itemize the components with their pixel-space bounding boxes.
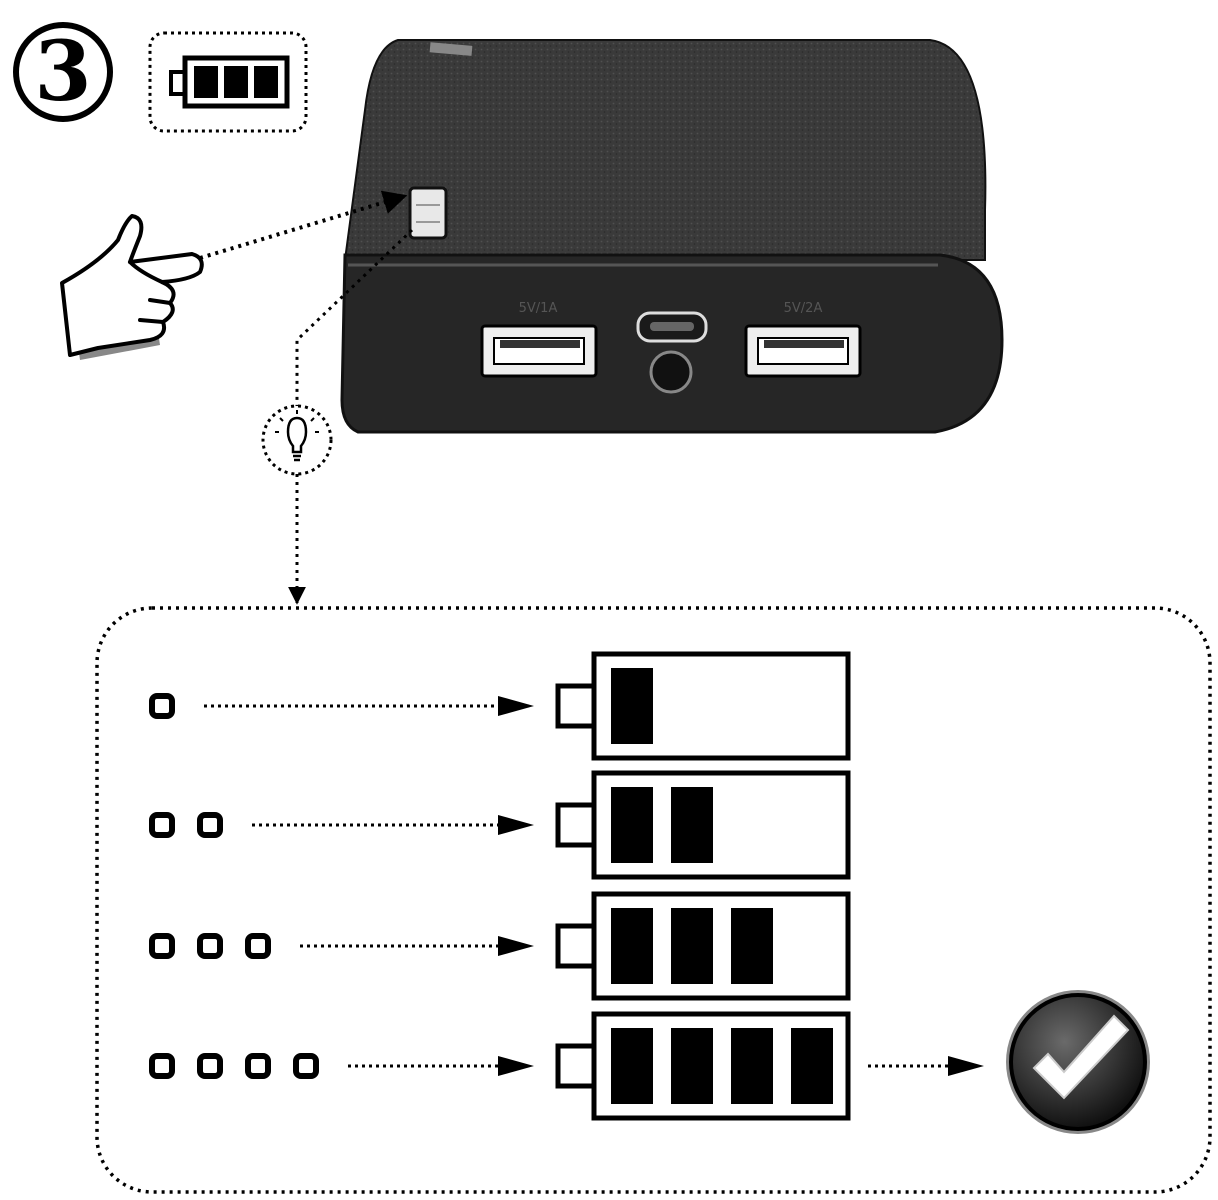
charge-level-row (149, 770, 851, 880)
battery-bar (611, 908, 653, 984)
power-button-icon (649, 350, 693, 394)
battery-bar (611, 668, 653, 744)
charge-level-row (149, 651, 851, 761)
charge-level-row (149, 891, 851, 1001)
led-dot (197, 1053, 223, 1079)
usb-port-icon: 5V/1A (480, 301, 598, 378)
led-indicator-icon (408, 186, 448, 240)
port-right-label: 5V/2A (784, 301, 823, 316)
battery-bar (671, 1028, 713, 1104)
battery-bar (611, 1028, 653, 1104)
lightbulb-icon (261, 404, 333, 476)
battery-bar (731, 1028, 773, 1104)
battery-terminal (555, 802, 597, 848)
battery-bar (731, 908, 773, 984)
step-number: 3 (34, 24, 91, 120)
charge-level-row (149, 1011, 984, 1121)
battery-bar (671, 908, 713, 984)
level-arrow-head (498, 815, 534, 835)
battery-full-icon (148, 31, 308, 133)
pointing-hand-icon (60, 214, 204, 360)
led-dot (149, 693, 175, 719)
battery-terminal (555, 1043, 597, 1089)
led-dot (149, 1053, 175, 1079)
battery-bar (611, 787, 653, 863)
led-dot (293, 1053, 319, 1079)
checkmark-icon (1006, 990, 1150, 1134)
step-badge: 3 (13, 22, 113, 122)
led-dot (149, 812, 175, 838)
led-dot (245, 1053, 271, 1079)
port-left-label: 5V/1A (519, 301, 558, 316)
battery-terminal (555, 683, 597, 729)
battery-terminal (555, 923, 597, 969)
led-dot (245, 933, 271, 959)
usb-port-icon: 5V/2A (744, 301, 862, 378)
charge-levels (149, 651, 984, 1121)
led-dot (197, 933, 223, 959)
battery-bar (791, 1028, 833, 1104)
level-arrow-head (498, 696, 534, 716)
battery-bar (671, 787, 713, 863)
level-arrow-head (498, 936, 534, 956)
complete-arrow-head (948, 1056, 984, 1076)
pointer-arrow (199, 190, 408, 260)
level-arrow-head (498, 1056, 534, 1076)
led-dot (149, 933, 175, 959)
power-bank: 5V/1A 5V/2A (340, 39, 1004, 434)
led-dot (197, 812, 223, 838)
micro-usb-port-icon (636, 311, 708, 343)
